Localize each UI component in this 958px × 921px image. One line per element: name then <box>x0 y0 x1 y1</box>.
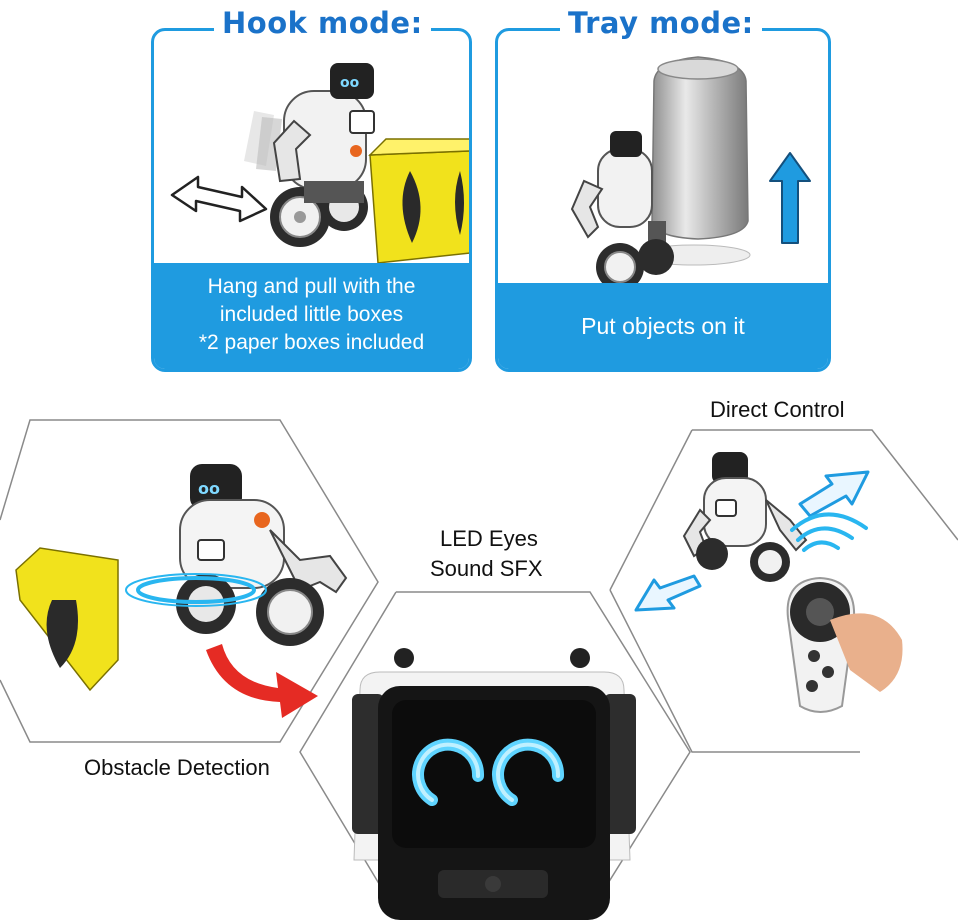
hexagon-outlines <box>0 419 958 913</box>
robot-icon: oo <box>176 464 348 646</box>
svg-text:oo: oo <box>198 479 220 498</box>
led-eyes-icon <box>352 648 636 920</box>
signal-waves-icon <box>790 512 868 552</box>
svg-text:oo: oo <box>340 75 360 91</box>
tray-mode-panel: Put objects on it <box>495 28 831 372</box>
tray-mode-scene <box>570 56 811 291</box>
tray-mode-title: Tray mode: <box>560 2 762 44</box>
hook-caption-line: included little boxes <box>219 303 404 326</box>
remote-control-icon <box>786 576 903 713</box>
hook-mode-caption: Hang and pull with the included little b… <box>154 263 469 369</box>
robot-icon: oo <box>244 63 375 247</box>
hook-mode-panel: oo Hang and pull with the included littl… <box>151 28 472 372</box>
red-arrow-icon <box>206 644 318 718</box>
signal-waves-icon <box>125 573 267 607</box>
soda-can-icon <box>637 56 751 266</box>
double-arrow-icon <box>170 175 268 223</box>
hook-mode-scene: oo <box>170 63 469 264</box>
obstacle-detection-label: Obstacle Detection <box>84 755 270 780</box>
robot-icon <box>682 452 808 582</box>
tray-mode-caption: Put objects on it <box>498 283 828 369</box>
paper-box-icon <box>368 138 469 264</box>
paper-box-icon <box>15 547 119 692</box>
sound-sfx-label: Sound SFX <box>430 556 543 581</box>
hook-mode-title: Hook mode: <box>214 2 431 44</box>
hook-caption-line: Hang and pull with the <box>207 275 416 298</box>
up-arrow-icon <box>769 152 811 244</box>
robot-icon <box>570 131 674 291</box>
tray-caption-line: Put objects on it <box>581 313 745 339</box>
led-eyes-label: LED Eyes <box>440 526 538 551</box>
hook-caption-line: *2 paper boxes included <box>198 331 425 354</box>
double-arrow-icon <box>634 470 870 612</box>
direct-control-label: Direct Control <box>710 397 845 422</box>
